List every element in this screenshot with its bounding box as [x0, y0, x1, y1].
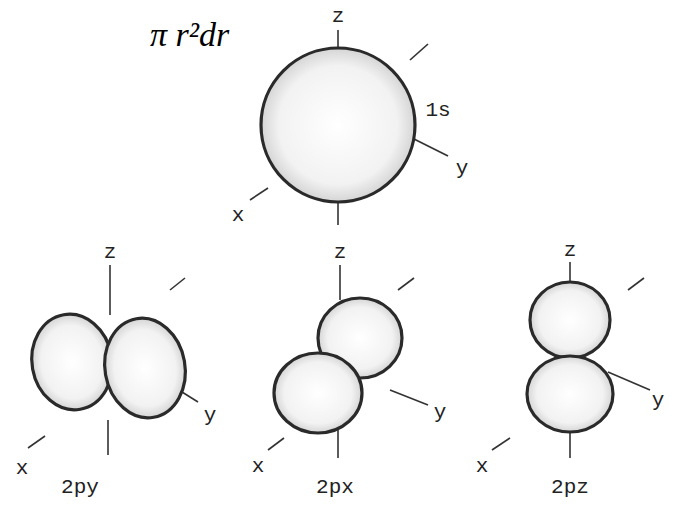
axis-label: y [456, 158, 469, 179]
axis-label: x [476, 456, 489, 477]
axis-label: x [252, 456, 265, 477]
orbital-name: 2pz [551, 477, 589, 498]
axis-label: z [104, 242, 117, 263]
axis-label: x [16, 458, 29, 479]
axis-label: x [232, 205, 245, 226]
axis-label: z [332, 6, 345, 27]
orbital-name: 1s [425, 100, 450, 121]
axis-label: y [652, 390, 665, 411]
axis-label: z [564, 240, 577, 261]
axis-label: y [434, 402, 447, 423]
formula-text: π r²dr [150, 18, 229, 52]
axis-label: z [334, 242, 347, 263]
orbital-name: 2py [61, 477, 99, 498]
axis-label: y [204, 405, 217, 426]
orbital-name: 2px [316, 477, 354, 498]
